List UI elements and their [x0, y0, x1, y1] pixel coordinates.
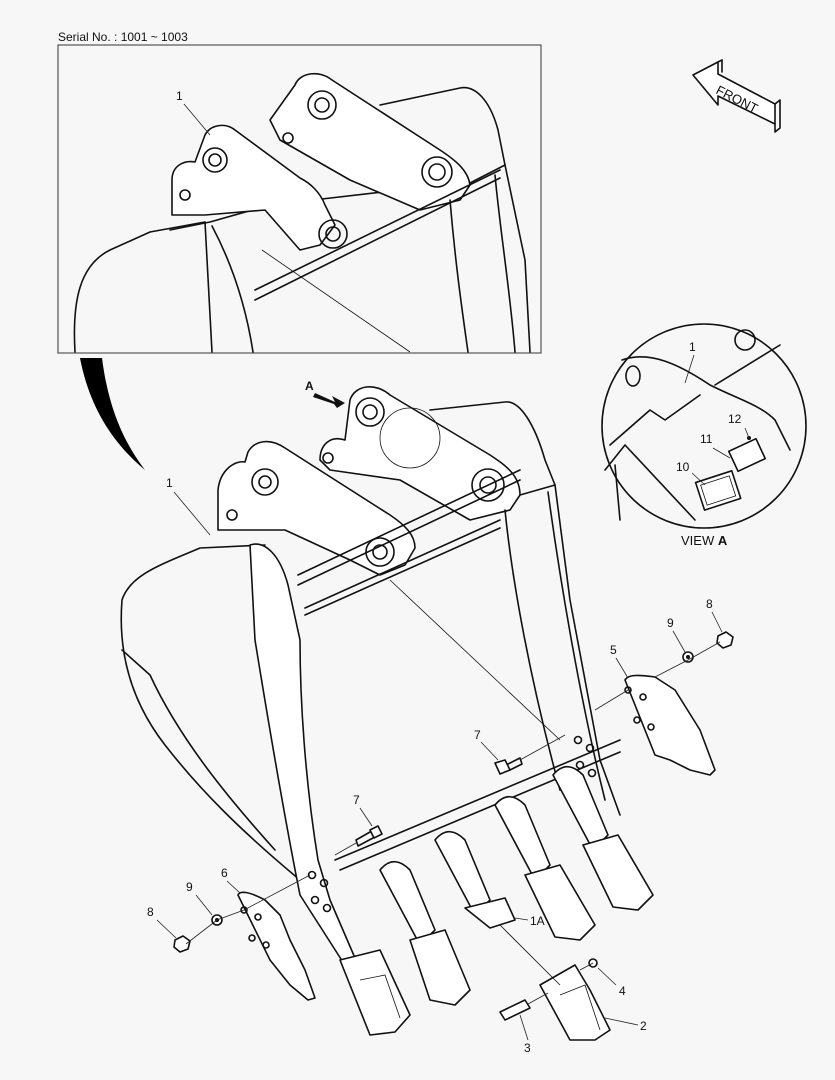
- side-cutter-right: [624, 674, 716, 776]
- side-cutter-left-group: 6 9 8 7: [147, 793, 383, 1001]
- side-cutter-right-group: 5 9 8 7: [474, 597, 734, 776]
- callout-lock: 4: [619, 984, 626, 998]
- view-a-arrow-label: A: [305, 379, 314, 393]
- callout-washer-left: 9: [186, 880, 193, 894]
- callout-washer-right: 9: [667, 616, 674, 630]
- bolt-left: [369, 825, 383, 839]
- view-a-detail: 1 12 11 10 VIEW A: [601, 323, 807, 548]
- tooth: [339, 949, 411, 1036]
- view-a-title: VIEW A: [681, 533, 728, 548]
- callout-rivet-12: 12: [728, 412, 742, 426]
- inset-detail: 1: [57, 44, 542, 354]
- inset-frame: [57, 44, 542, 354]
- front-arrow-icon: FRONT: [692, 59, 781, 133]
- callout-view-a-bucket: 1: [689, 340, 696, 354]
- transition-arrow-icon: [80, 358, 145, 470]
- callout-pin: 3: [524, 1041, 531, 1055]
- tooth: [434, 830, 516, 929]
- callout-bolt-left: 7: [353, 793, 360, 807]
- tooth-2: [539, 964, 611, 1041]
- nut-right: [716, 631, 734, 649]
- bolt-right: [494, 759, 511, 775]
- callout-side-cutter-right: 5: [610, 643, 617, 657]
- teeth-assembly: 1A 2 3 4: [339, 765, 654, 1055]
- callout-tooth-adapter: 1A: [530, 914, 545, 928]
- pin-3: [499, 999, 531, 1021]
- tooth: [552, 765, 654, 911]
- callout-main-bucket: 1: [166, 476, 173, 490]
- lock-4: [588, 958, 598, 968]
- main-bucket: A 1: [120, 379, 621, 971]
- tooth: [494, 795, 596, 941]
- callout-side-cutter-left: 6: [221, 866, 228, 880]
- callout-nut-left: 8: [147, 905, 154, 919]
- side-cutter-left: [237, 891, 316, 1001]
- nut-left: [173, 935, 191, 953]
- callout-bolt-right: 7: [474, 728, 481, 742]
- view-a-arrow-icon: [313, 393, 345, 408]
- callout-tooth: 2: [640, 1019, 647, 1033]
- callout-plate-11: 11: [700, 432, 713, 446]
- callout-inset-bucket: 1: [176, 89, 183, 103]
- callout-nut-right: 8: [706, 597, 713, 611]
- serial-number-label: Serial No. : 1001 ~ 1003: [58, 30, 188, 44]
- tooth: [379, 860, 471, 1006]
- callout-plate-10: 10: [676, 460, 690, 474]
